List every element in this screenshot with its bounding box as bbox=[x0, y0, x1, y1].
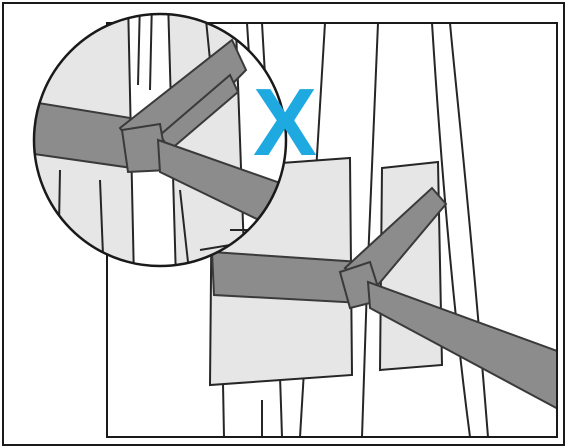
incorrect-mark: X bbox=[253, 69, 317, 176]
strap-band-horizontal bbox=[210, 250, 364, 305]
strap-tail bbox=[366, 280, 557, 410]
detail-magnifier bbox=[32, 12, 288, 268]
detail-circle-border bbox=[32, 12, 288, 268]
